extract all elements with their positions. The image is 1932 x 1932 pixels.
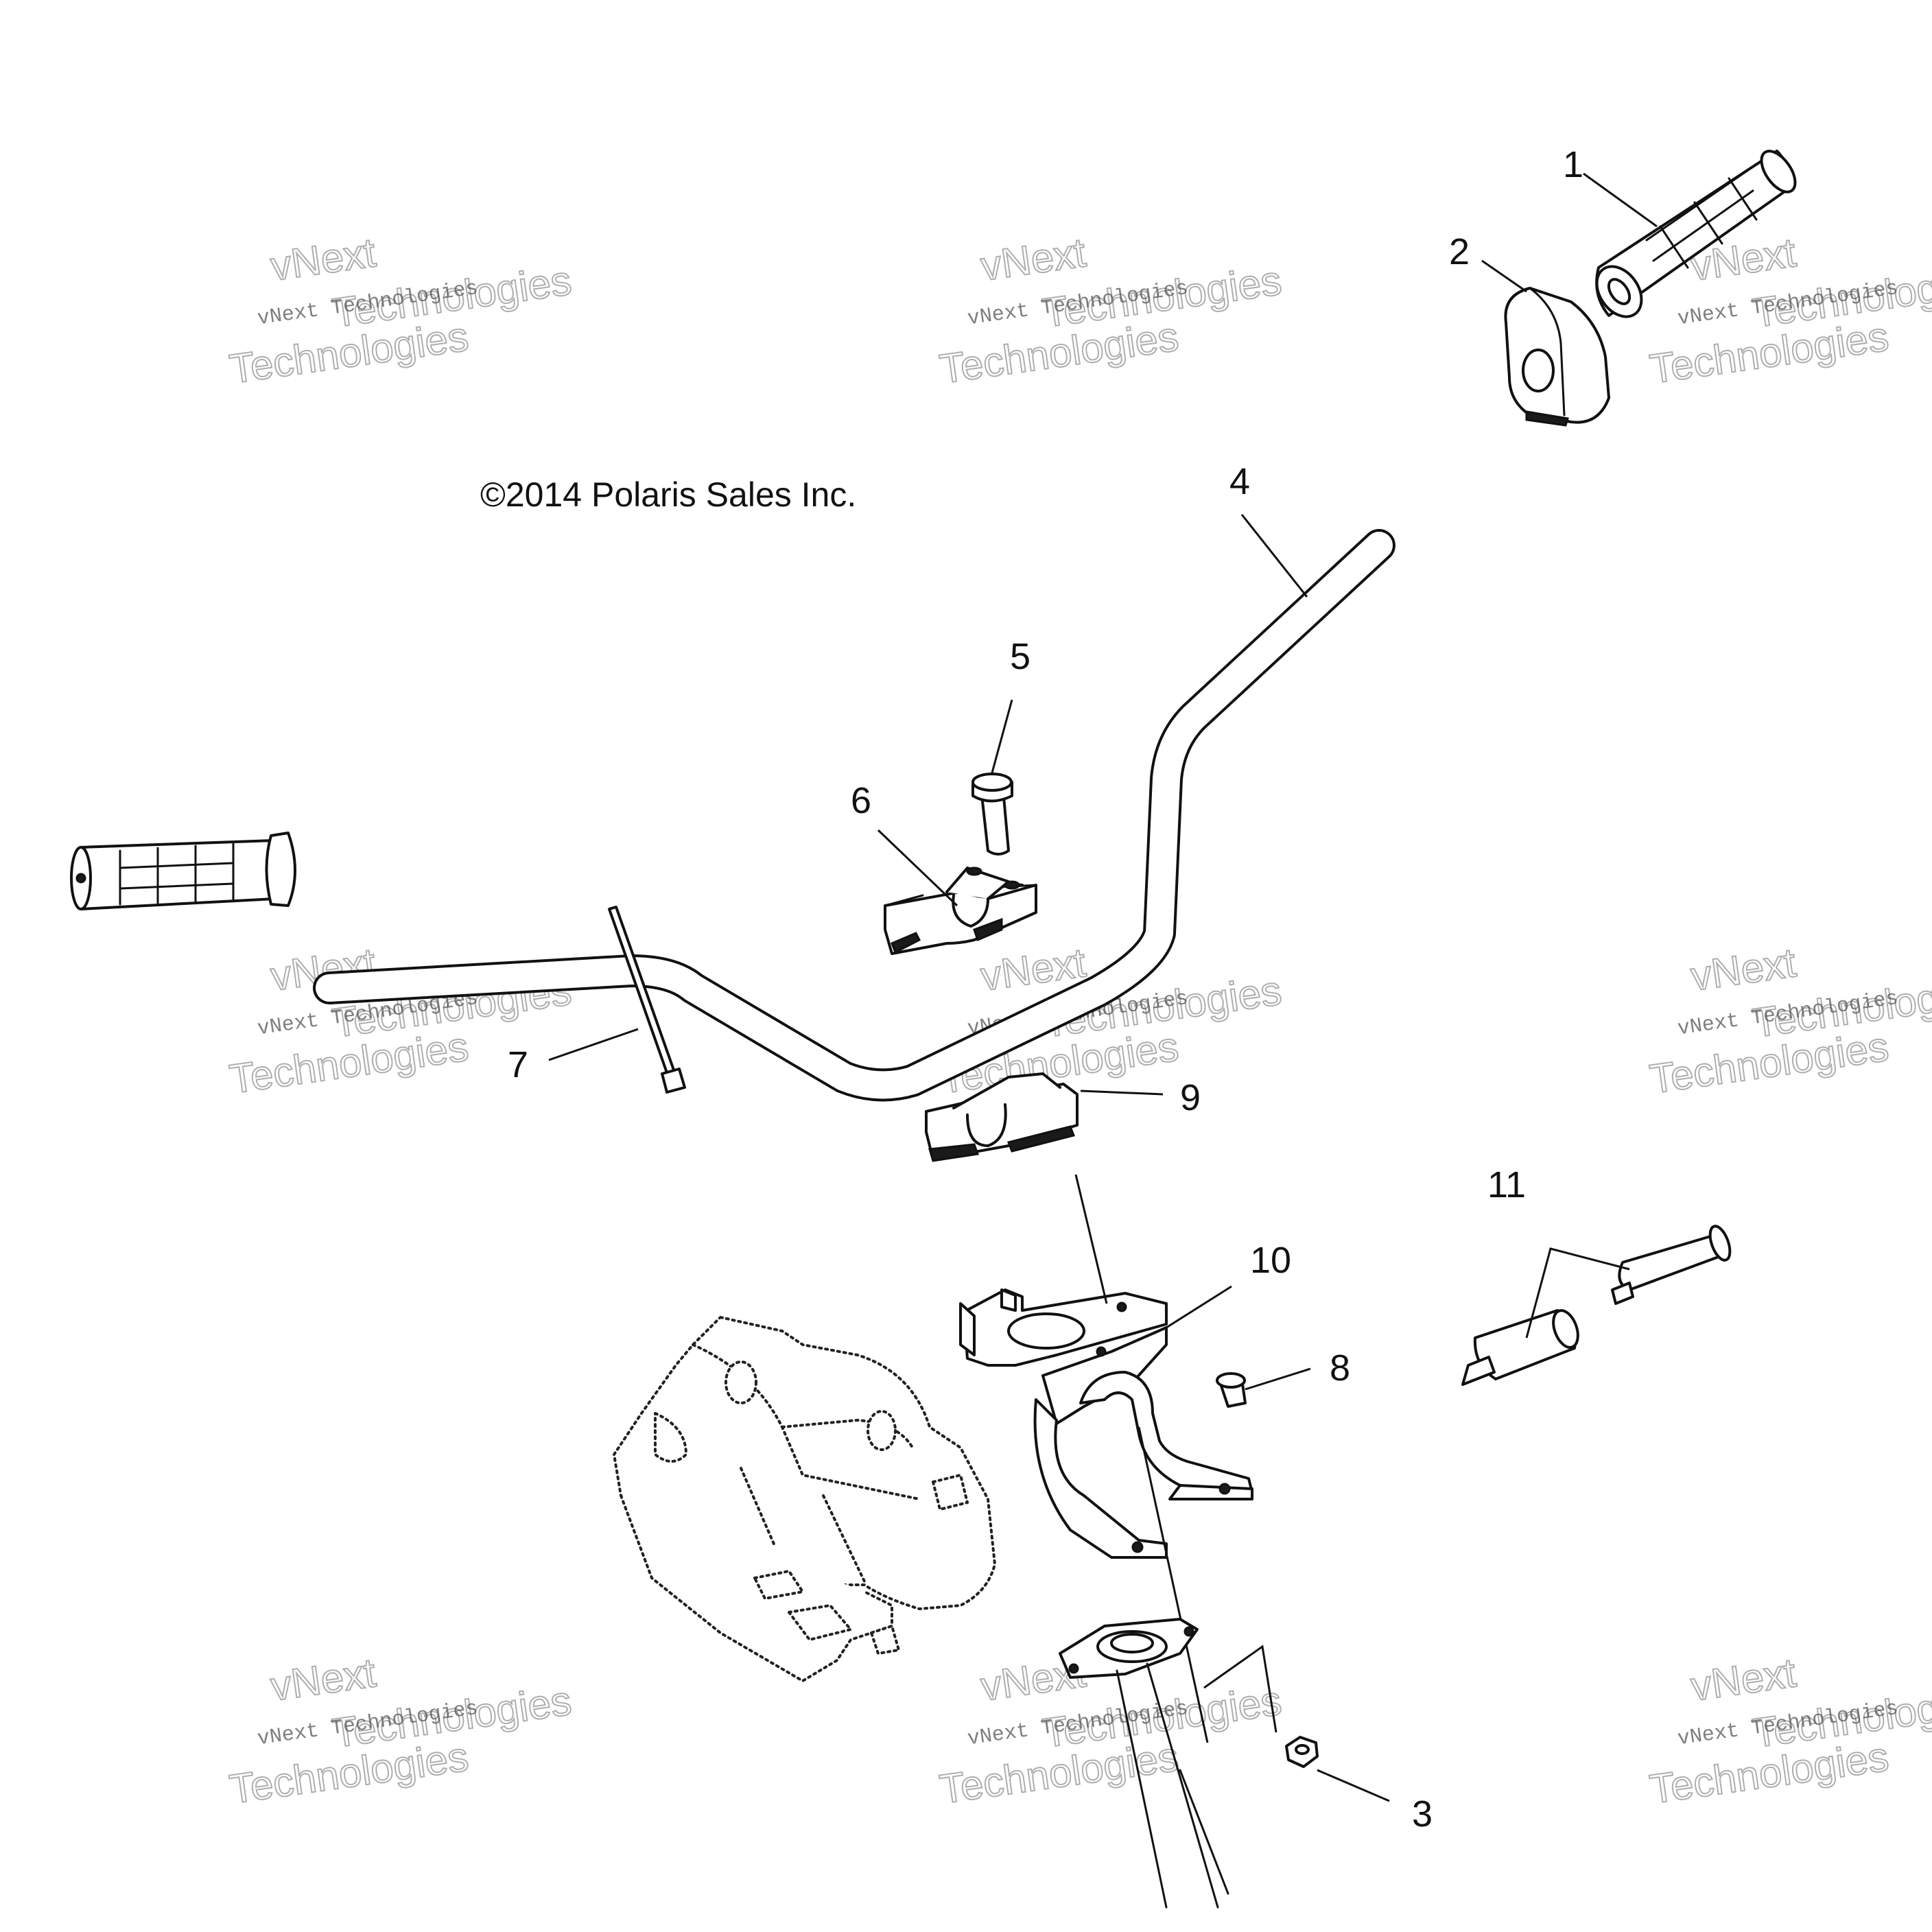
right-grip: [1595, 150, 1797, 318]
callout-2: 2: [1449, 231, 1470, 272]
callout-7: 7: [508, 1044, 528, 1085]
callout-8: 8: [1330, 1347, 1350, 1389]
callout-11: 11: [1487, 1164, 1526, 1205]
upper-clamp: [884, 867, 1037, 955]
left-grip: [70, 832, 296, 910]
screw-8: [1216, 1372, 1247, 1408]
mounting-bracket: [959, 1288, 1253, 1559]
svg-text:vNext: vNext: [1688, 1649, 1799, 1710]
watermark-bottom-right: vNext Technologies vNext Technologies Te…: [1647, 1649, 1932, 1813]
svg-text:vNext: vNext: [268, 229, 379, 290]
watermark-top-center: vNext Technologies vNext Technologies Te…: [936, 228, 1285, 393]
bolt-5: [971, 773, 1013, 856]
switch-plugs: [1461, 1225, 1732, 1386]
throttle-housing: [1504, 287, 1610, 427]
instrument-pod: [613, 1316, 996, 1682]
svg-text:vNext: vNext: [978, 229, 1089, 290]
callout-1: 1: [1563, 144, 1583, 185]
watermark-top-left: vNext Technologies vNext Technologies Te…: [226, 228, 575, 393]
nut-3: [1285, 1736, 1319, 1768]
watermark-mid-center: vNext Technologies vNext Technologies Te…: [936, 939, 1285, 1103]
svg-text:vNext: vNext: [268, 1649, 379, 1710]
lower-clamp: [925, 1072, 1079, 1162]
callout-6: 6: [851, 780, 871, 821]
leader-lines: [548, 172, 1658, 1802]
callout-4: 4: [1229, 461, 1250, 502]
cable-tie: [608, 906, 686, 1094]
watermark-bottom-left: vNext Technologies vNext Technologies Te…: [226, 1649, 575, 1813]
handlebar: [313, 529, 1395, 1102]
svg-text:vNext: vNext: [1688, 939, 1799, 1000]
callout-5: 5: [1010, 636, 1030, 677]
callout-3: 3: [1412, 1793, 1433, 1835]
copyright-notice: ©2014 Polaris Sales Inc.: [480, 475, 856, 514]
steering-post: [1059, 1174, 1229, 1909]
callout-9: 9: [1180, 1077, 1201, 1118]
callout-10: 10: [1250, 1240, 1291, 1281]
watermark-mid-right: vNext Technologies vNext Technologies Te…: [1647, 939, 1932, 1103]
